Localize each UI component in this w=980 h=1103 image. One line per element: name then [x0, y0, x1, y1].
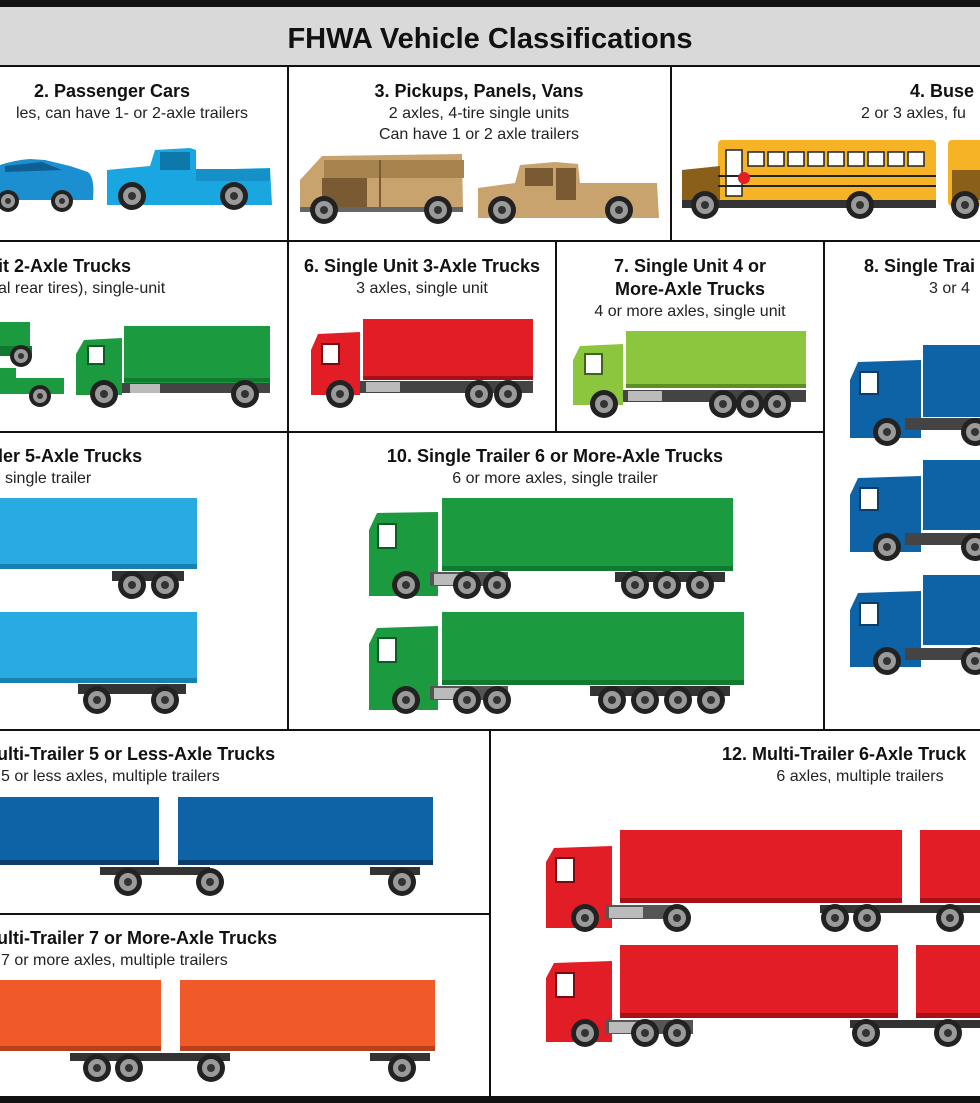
tractor-trailer-8a-illustration	[850, 345, 980, 446]
cell-desc-2: les, can have 1- or 2-axle trailers	[16, 105, 248, 122]
pickup-tan-illustration	[478, 162, 659, 224]
trailer-9b-illustration	[0, 612, 197, 714]
tractor-trailer-10b-illustration	[369, 612, 744, 714]
cell-title-3: 3. Pickups, Panels, Vans	[374, 81, 583, 101]
cell-c9: ler 5-Axle Trucks single trailer	[0, 446, 142, 487]
cell-title-11: ulti-Trailer 5 or Less-Axle Trucks	[0, 744, 275, 764]
cell-c10: 10. Single Trailer 6 or More-Axle Trucks…	[387, 446, 723, 487]
tractor-trailer-8c-illustration	[850, 575, 980, 675]
cell-title-5: it 2-Axle Trucks	[0, 256, 131, 276]
school-bus-illustration	[682, 140, 980, 219]
cell-desc-3b: Can have 1 or 2 axle trailers	[379, 126, 579, 143]
cell-title-7b: More-Axle Trucks	[615, 279, 765, 299]
double-trailer-11-illustration	[0, 797, 433, 896]
cell-desc-8: 3 or 4	[929, 280, 970, 297]
four-axle-truck-illustration	[573, 331, 806, 418]
cell-desc-11: 5 or less axles, multiple trailers	[1, 768, 220, 785]
cell-title-4: 4. Buse	[910, 81, 974, 101]
cell-title-7: 7. Single Unit 4 or	[614, 256, 766, 276]
cell-title-10: 10. Single Trailer 6 or More-Axle Trucks	[387, 446, 723, 466]
van-illustration	[300, 154, 464, 224]
cell-desc-6: 3 axles, single unit	[356, 280, 488, 297]
cell-c7: 7. Single Unit 4 or More-Axle Trucks 4 o…	[594, 256, 786, 320]
cell-desc-4: 2 or 3 axles, fu	[861, 105, 966, 122]
passenger-car-illustration	[0, 159, 94, 212]
chart-title: FHWA Vehicle Classifications	[287, 23, 692, 55]
box-truck-green-illustration	[76, 326, 270, 408]
header-bar	[0, 0, 980, 66]
double-trailer-13-illustration	[0, 980, 435, 1082]
cell-title-12: 12. Multi-Trailer 6-Axle Truck	[722, 744, 967, 764]
cell-c4: 4. Buse 2 or 3 axles, fu	[861, 81, 974, 122]
cell-c13: ulti-Trailer 7 or More-Axle Trucks 7 or …	[0, 928, 277, 969]
cell-title-8: 8. Single Trai	[864, 256, 975, 276]
cell-desc-5: al rear tires), single-unit	[0, 280, 166, 297]
small-truck-stack-illustration	[0, 322, 64, 407]
cell-c5: it 2-Axle Trucks al rear tires), single-…	[0, 256, 166, 297]
double-trailer-12a-illustration	[546, 830, 980, 932]
trailer-9a-illustration	[0, 498, 197, 599]
tractor-trailer-10a-illustration	[369, 498, 733, 599]
cell-desc-3a: 2 axles, 4-tire single units	[389, 105, 570, 122]
cell-c12: 12. Multi-Trailer 6-Axle Truck 6 axles, …	[722, 744, 967, 785]
cell-desc-10: 6 or more axles, single trailer	[452, 470, 658, 487]
cell-title-13: ulti-Trailer 7 or More-Axle Trucks	[0, 928, 277, 948]
cell-desc-12: 6 axles, multiple trailers	[776, 768, 943, 785]
cell-desc-7: 4 or more axles, single unit	[594, 303, 786, 320]
cell-c8: 8. Single Trai 3 or 4	[864, 256, 975, 297]
three-axle-truck-illustration	[311, 319, 533, 408]
grid-lines	[0, 66, 980, 1097]
cell-title-2: 2. Passenger Cars	[34, 81, 190, 101]
cell-c3: 3. Pickups, Panels, Vans 2 axles, 4-tire…	[374, 81, 583, 143]
double-trailer-12b-illustration	[546, 945, 980, 1047]
cell-title-6: 6. Single Unit 3-Axle Trucks	[304, 256, 540, 276]
pickup-blue-illustration	[107, 148, 272, 210]
cell-c6: 6. Single Unit 3-Axle Trucks 3 axles, si…	[304, 256, 540, 297]
cell-c11: ulti-Trailer 5 or Less-Axle Trucks 5 or …	[0, 744, 275, 785]
cell-desc-13: 7 or more axles, multiple trailers	[1, 952, 228, 969]
cell-c2: 2. Passenger Cars les, can have 1- or 2-…	[16, 81, 248, 122]
cell-desc-9: single trailer	[5, 470, 92, 487]
tractor-trailer-8b-illustration	[850, 460, 980, 561]
cell-title-9: ler 5-Axle Trucks	[0, 446, 142, 466]
